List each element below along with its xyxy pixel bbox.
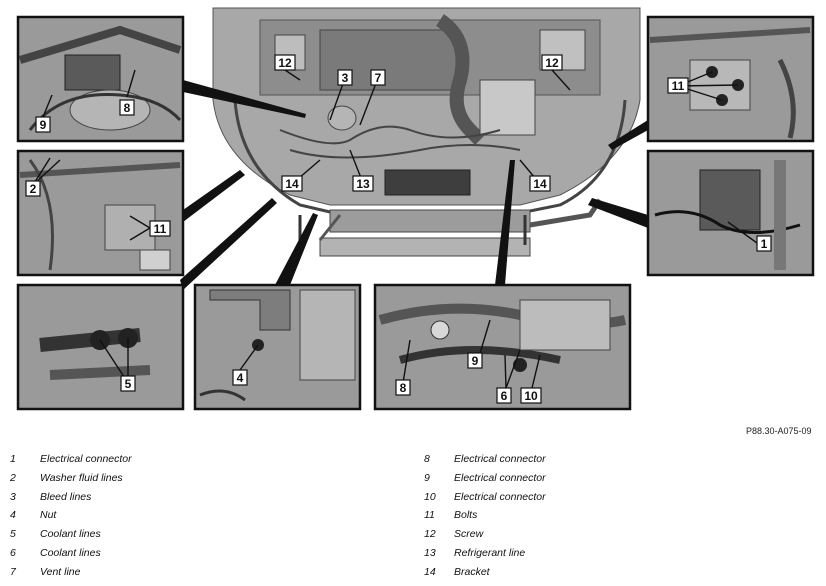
callout-2: 2: [25, 180, 41, 197]
callout-8-bottom-right: 8: [395, 379, 411, 396]
callout-10: 10: [520, 387, 542, 404]
legend-label: Washer fluid lines: [40, 471, 123, 484]
callout-3: 3: [337, 69, 353, 86]
svg-text:13: 13: [356, 177, 370, 191]
legend-label: Bleed lines: [40, 490, 92, 503]
legend-number: 11: [424, 509, 435, 522]
legend-number: 13: [424, 546, 436, 559]
legend-label: Refrigerant line: [454, 546, 526, 559]
svg-text:14: 14: [533, 177, 547, 191]
legend-number: 3: [10, 490, 16, 503]
legend-number: 14: [424, 565, 436, 578]
svg-text:6: 6: [501, 389, 508, 403]
legend-number: 4: [10, 509, 16, 522]
detail-panel-mid-left: [16, 149, 185, 277]
svg-text:1: 1: [761, 237, 768, 251]
callout-9-bottom-right: 9: [467, 352, 483, 369]
detail-panel-mid-right: [646, 149, 815, 277]
main-engine-bay-view: [212, 7, 641, 257]
svg-text:10: 10: [524, 389, 538, 403]
callout-9-top-left: 9: [35, 116, 51, 133]
legend-number: 7: [10, 565, 16, 578]
legend-number: 8: [424, 453, 430, 465]
svg-text:3: 3: [342, 71, 349, 85]
svg-text:8: 8: [400, 381, 407, 395]
legend-label: Screw: [454, 528, 484, 541]
legend-number: 5: [10, 528, 16, 541]
svg-text:9: 9: [472, 354, 479, 368]
legend-number: 12: [424, 528, 436, 541]
legend-number: 6: [10, 546, 16, 559]
svg-text:8: 8: [124, 101, 131, 115]
legend-label: Coolant lines: [40, 546, 101, 559]
svg-text:9: 9: [40, 118, 47, 132]
legend-number: 10: [424, 490, 436, 503]
svg-text:11: 11: [154, 222, 167, 236]
figure-reference-code: P88.30-A075-09: [746, 426, 812, 436]
svg-text:11: 11: [672, 79, 685, 93]
svg-text:14: 14: [285, 177, 299, 191]
legend-label: Electrical connector: [454, 490, 546, 503]
legend-number: 1: [10, 453, 16, 465]
callout-5: 5: [120, 375, 136, 392]
callout-1: 1: [756, 235, 772, 252]
callout-11-mid-left: 11: [149, 220, 171, 237]
callout-4: 4: [232, 369, 248, 386]
legend-label: Electrical connector: [40, 453, 132, 465]
callout-8-top-left: 8: [119, 99, 135, 116]
callout-11-top-right: 11: [667, 77, 689, 94]
callout-14-left: 14: [281, 175, 303, 192]
svg-text:5: 5: [125, 377, 132, 391]
detail-panel-bottom-left: [16, 283, 185, 411]
callout-12-left: 12: [274, 54, 296, 71]
legend-label: Bolts: [454, 509, 478, 522]
callout-13: 13: [352, 175, 374, 192]
svg-text:7: 7: [375, 71, 382, 85]
svg-text:2: 2: [30, 182, 37, 196]
callout-6: 6: [496, 387, 512, 404]
legend-label: Electrical connector: [454, 471, 546, 484]
svg-text:12: 12: [545, 56, 559, 70]
legend-label: Bracket: [454, 565, 490, 578]
callout-12-right: 12: [541, 54, 563, 71]
zoom-wedges: [180, 80, 648, 290]
legend-label: Nut: [40, 509, 57, 522]
callout-14-right: 14: [529, 175, 551, 192]
engine-compartment-diagram: 9 8 12 3 7 12 14 13 14 11 2 11: [16, 7, 815, 411]
legend-number: 2: [10, 471, 16, 484]
legend-label: Vent line: [40, 565, 81, 578]
svg-text:4: 4: [237, 371, 244, 385]
callout-7: 7: [370, 69, 386, 86]
legend-number: 9: [424, 471, 430, 484]
legend-label: Coolant lines: [40, 528, 101, 541]
svg-text:12: 12: [278, 56, 292, 70]
detail-panel-bottom-middle: [193, 283, 362, 411]
legend-label: Electrical connector: [454, 453, 546, 465]
